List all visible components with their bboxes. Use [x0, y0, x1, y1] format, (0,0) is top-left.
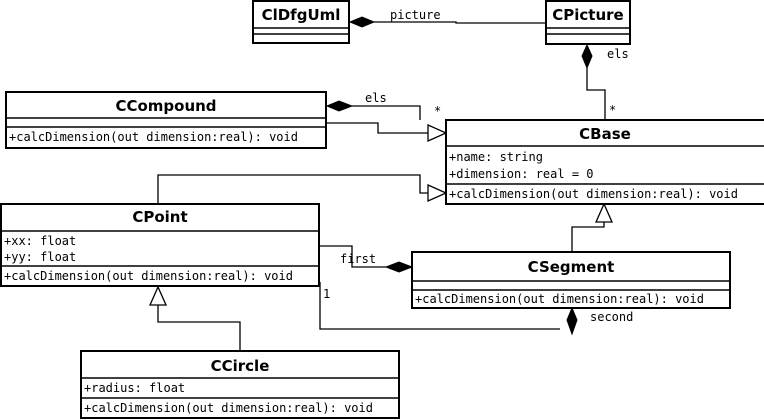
multiplicity-compound-els: *	[434, 104, 441, 118]
attribute-item: +radius: float	[84, 381, 185, 395]
aggregation-picture	[348, 16, 546, 28]
class-name: CCompound	[115, 97, 216, 115]
method-item: +calcDimension(out dimension:real): void	[9, 130, 298, 144]
attribute-item: +yy: float	[4, 250, 76, 264]
association-label-els-picture: els	[607, 47, 629, 61]
association-label-picture: picture	[390, 8, 441, 22]
generalization-segment-base	[571, 202, 614, 252]
method-item: +calcDimension(out dimension:real): void	[4, 269, 293, 283]
generalization-circle-point	[148, 285, 241, 351]
attribute-item: +xx: float	[4, 234, 76, 248]
attribute-item: +name: string	[449, 150, 543, 164]
composition-diamond-icon	[566, 306, 578, 336]
composition-diamond-icon	[581, 43, 593, 70]
method-item: +calcDimension(out dimension:real): void	[449, 187, 738, 201]
class-name: CCircle	[211, 357, 270, 375]
association-label-els-compound: els	[365, 91, 387, 105]
class-cldfguml[interactable]: ClDfgUml	[252, 0, 350, 44]
method-item: +calcDimension(out dimension:real): void	[84, 401, 373, 415]
aggregation-compound-els	[325, 100, 421, 120]
attribute-item: +dimension: real = 0	[449, 167, 594, 181]
class-cpicture[interactable]: CPicture	[545, 0, 631, 45]
aggregation-segment-second	[319, 282, 578, 336]
aggregation-picture-els	[581, 43, 606, 120]
composition-diamond-icon	[384, 261, 414, 273]
class-ccircle[interactable]: CCircle +radius: float +calcDimension(ou…	[80, 350, 400, 419]
class-name: CPicture	[552, 6, 623, 24]
class-ccompound[interactable]: CCompound +calcDimension(out dimension:r…	[5, 91, 327, 149]
inheritance-triangle-icon	[148, 285, 168, 306]
composition-diamond-icon	[348, 16, 376, 28]
class-name: CSegment	[528, 258, 615, 276]
inheritance-triangle-icon	[427, 123, 448, 143]
generalization-point-base	[157, 174, 448, 204]
multiplicity-segment-second: 1	[323, 287, 330, 301]
inheritance-triangle-icon	[594, 202, 614, 223]
inheritance-triangle-icon	[427, 183, 448, 203]
class-name: CPoint	[132, 208, 187, 226]
composition-diamond-icon	[325, 100, 354, 112]
method-item: +calcDimension(out dimension:real): void	[415, 292, 704, 306]
multiplicity-picture-els: *	[609, 103, 616, 117]
class-name: CBase	[579, 125, 631, 143]
class-cbase[interactable]: CBase +name: string +dimension: real = 0…	[445, 119, 764, 205]
class-name: ClDfgUml	[262, 6, 341, 24]
association-label-second: second	[590, 310, 633, 324]
class-csegment[interactable]: CSegment +calcDimension(out dimension:re…	[411, 251, 731, 309]
generalization-compound-base	[320, 122, 448, 143]
class-cpoint[interactable]: CPoint +xx: float +yy: float +calcDimens…	[0, 203, 320, 287]
association-label-first: first	[340, 252, 376, 266]
